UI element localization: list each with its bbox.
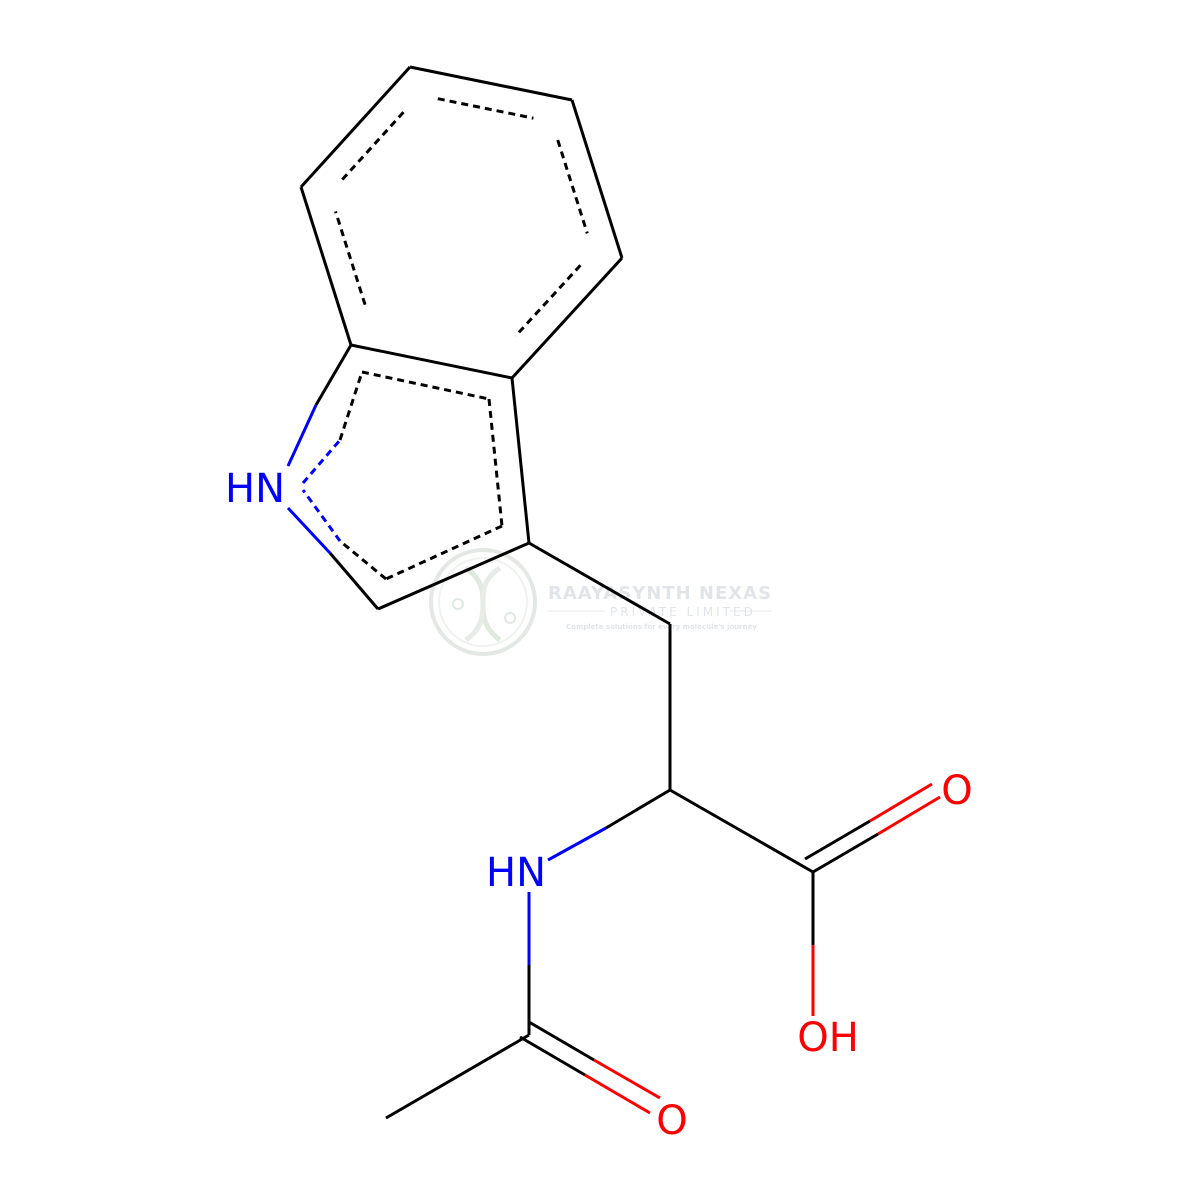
- atom-label-acid-carbonyl-o: O: [941, 768, 972, 814]
- aromatic-bond-outer: [409, 65, 573, 102]
- atom-label-layer: HN HN O OH O: [225, 466, 973, 1144]
- aromatic-bond-outer: [286, 404, 318, 467]
- watermark: RAAYASYNTH NEXAS PRIVATE LIMITED Complet…: [429, 548, 772, 656]
- watermark-company: RAAYASYNTH NEXAS: [548, 583, 772, 604]
- aromatic-bond-inner: [338, 371, 364, 441]
- bond-layer: [286, 65, 941, 1120]
- aromatic-bond-inner: [341, 107, 408, 181]
- aromatic-bond-outer: [314, 374, 335, 406]
- aromatic-bond-inner: [514, 264, 582, 338]
- aromatic-bond-inner: [437, 97, 534, 120]
- double-bond: [593, 1058, 661, 1100]
- atom-label-hydroxyl: OH: [797, 1015, 859, 1061]
- single-bond: [547, 826, 607, 862]
- atom-label-amide-nh: HN: [486, 850, 546, 896]
- aromatic-bond-outer: [328, 552, 380, 610]
- aromatic-bond-outer: [570, 99, 624, 259]
- double-bond: [528, 1020, 595, 1062]
- aromatic-bond-inner: [301, 489, 342, 542]
- single-bond: [528, 541, 671, 626]
- watermark-subtitle: PRIVATE LIMITED: [610, 605, 756, 619]
- aromatic-bond-inner: [556, 139, 589, 234]
- dna-helix-icon: [429, 548, 537, 656]
- double-bond: [869, 782, 933, 823]
- double-bond: [519, 1035, 586, 1077]
- aromatic-bond-outer: [510, 377, 531, 544]
- aromatic-bond-outer: [510, 256, 624, 380]
- aromatic-bond-inner: [487, 398, 504, 527]
- aromatic-bond-outer: [286, 506, 332, 555]
- aromatic-bond-inner: [301, 439, 342, 484]
- single-bond: [605, 788, 671, 830]
- single-bond: [385, 1033, 530, 1120]
- aromatic-bond-outer: [350, 343, 513, 380]
- aromatic-bond-inner: [339, 539, 387, 581]
- aromatic-bond-outer: [299, 186, 353, 346]
- aromatic-bond-inner: [334, 210, 367, 306]
- atom-label-indole-nh: HN: [225, 466, 285, 512]
- aromatic-bond-inner: [385, 524, 503, 581]
- single-bond: [669, 788, 814, 874]
- double-bond: [877, 795, 941, 836]
- aromatic-bond-inner: [361, 370, 490, 401]
- atom-label-amide-carbonyl-o: O: [656, 1098, 687, 1144]
- double-bond: [584, 1073, 651, 1115]
- aromatic-bond-outer: [377, 541, 530, 611]
- watermark-tagline: Complete solutions for every molecule's …: [566, 623, 757, 631]
- double-bond: [812, 832, 879, 874]
- double-bond: [804, 819, 871, 861]
- aromatic-bond-outer: [299, 65, 412, 189]
- aromatic-bond-outer: [332, 344, 353, 376]
